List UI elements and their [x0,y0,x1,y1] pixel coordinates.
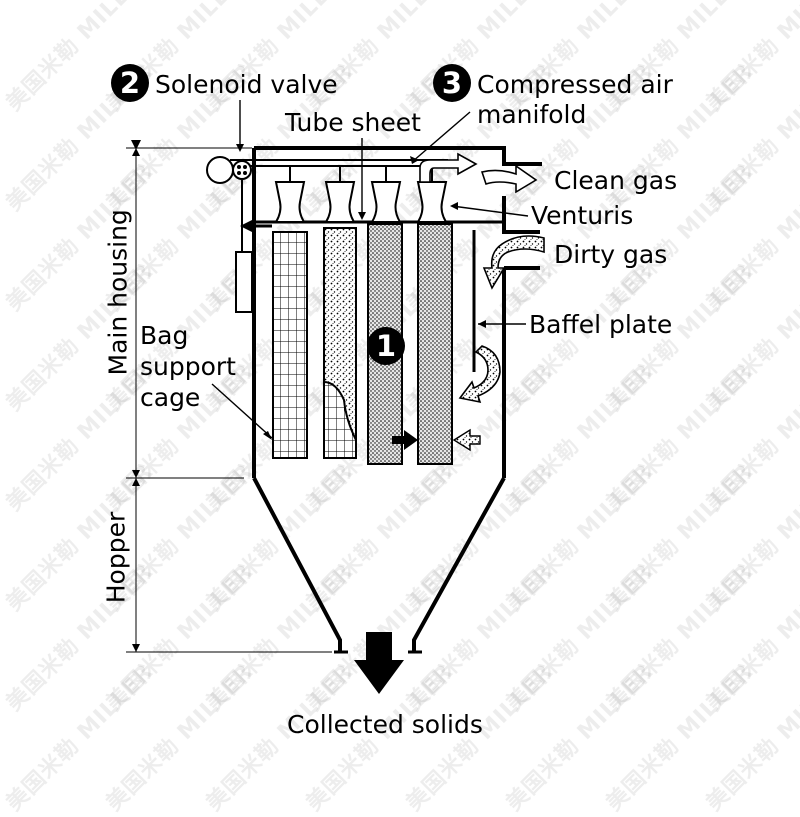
housing-outline [252,146,542,652]
label-collected-solids: Collected solids [287,710,483,739]
collected-solids-arrow [354,632,404,694]
badge-compressed-air: 3 [433,64,471,102]
label-main-housing: Main housing [103,209,133,376]
label-solenoid-valve: Solenoid valve [155,70,338,99]
filter-bag-4 [417,223,453,465]
dirty-gas-down-arrow [458,345,501,404]
pulse-arrow [392,430,418,450]
dirty-gas-arrow [482,235,545,290]
solenoid-valve-assembly [206,156,272,313]
dust-arrow [452,428,481,452]
label-baffel-plate: Baffel plate [529,310,673,339]
label-compressed-air-1: Compressed air [477,70,673,99]
label-dirty-gas: Dirty gas [554,240,668,269]
badge-solenoid: 2 [111,64,149,102]
dimension-arrowheads [132,148,140,652]
bag-support-cage [272,231,308,459]
leader-lines [211,100,529,439]
label-tube-sheet: Tube sheet [285,108,421,137]
blowpipes [289,166,433,182]
label-venturis: Venturis [531,201,634,230]
leader-arrowheads [236,144,486,440]
label-compressed-air-2: manifold [477,100,587,129]
air-flow-arrow [419,152,478,183]
label-hopper: Hopper [101,511,131,604]
label-bag-2: support [140,352,236,381]
label-bag-1: Bag [140,321,189,350]
label-bag-3: cage [140,383,201,412]
venturis [274,181,448,223]
baghouse-drawing [126,100,545,694]
dimension-lines [126,140,332,653]
clean-gas-arrow [480,164,538,194]
badge-bag: 1 [367,327,405,365]
label-clean-gas: Clean gas [554,166,678,195]
